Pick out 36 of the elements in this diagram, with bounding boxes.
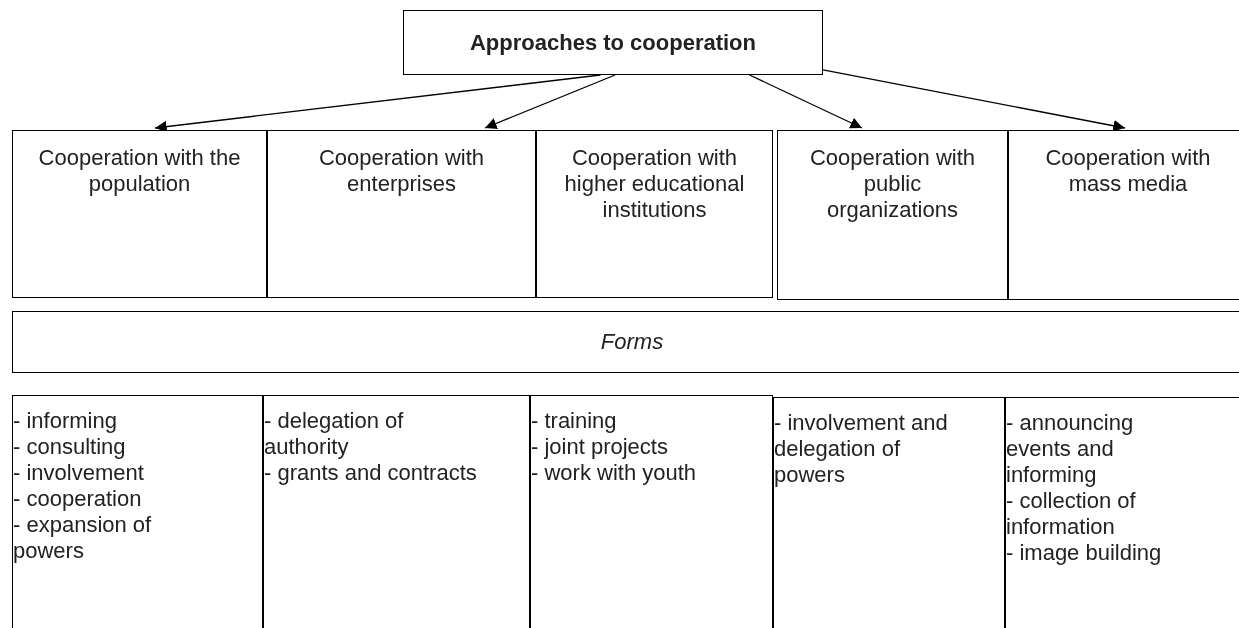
list-box — [773, 397, 1005, 628]
list-item: - work with youth — [531, 460, 698, 486]
category-box — [267, 130, 536, 298]
list-item: - announcing events and informing — [1006, 410, 1135, 488]
title-box — [403, 10, 823, 75]
list-box — [1005, 397, 1239, 628]
list-item: - delegation of authority — [264, 408, 405, 460]
category-box — [777, 130, 1008, 300]
category-label: Cooperation with enterprises — [317, 145, 486, 197]
category-box — [12, 130, 267, 298]
section-band — [12, 311, 1239, 373]
list-item: - informing — [13, 408, 118, 434]
category-label: Cooperation with public organizations — [808, 145, 977, 223]
category-box — [536, 130, 773, 298]
category-label: Cooperation with the population — [37, 145, 242, 197]
heading-label: Approaches to cooperation — [469, 29, 756, 56]
list-item: - collection of information — [1006, 488, 1137, 540]
category-label: Cooperation with higher educational institutions — [563, 145, 746, 223]
list-item: - cooperation — [13, 486, 143, 512]
list-item: - grants and contracts — [264, 460, 478, 486]
list-item: - joint projects — [531, 434, 669, 460]
list-box — [263, 395, 530, 628]
arrow — [822, 69, 1126, 132]
list-item: - image building — [1006, 540, 1163, 566]
list-box — [530, 395, 773, 628]
list-item: - involvement — [13, 460, 145, 486]
category-box — [1008, 130, 1239, 300]
list-item: - expansion of powers — [13, 512, 153, 564]
section-heading: Forms — [600, 329, 664, 355]
list-box — [12, 395, 263, 628]
arrow — [484, 74, 616, 129]
category-label: Cooperation with mass media — [1044, 145, 1212, 197]
arrow — [748, 74, 863, 129]
list-item: - training — [531, 408, 618, 434]
list-item: - consulting — [13, 434, 127, 460]
list-item: - involvement and delegation of powers — [774, 410, 949, 488]
